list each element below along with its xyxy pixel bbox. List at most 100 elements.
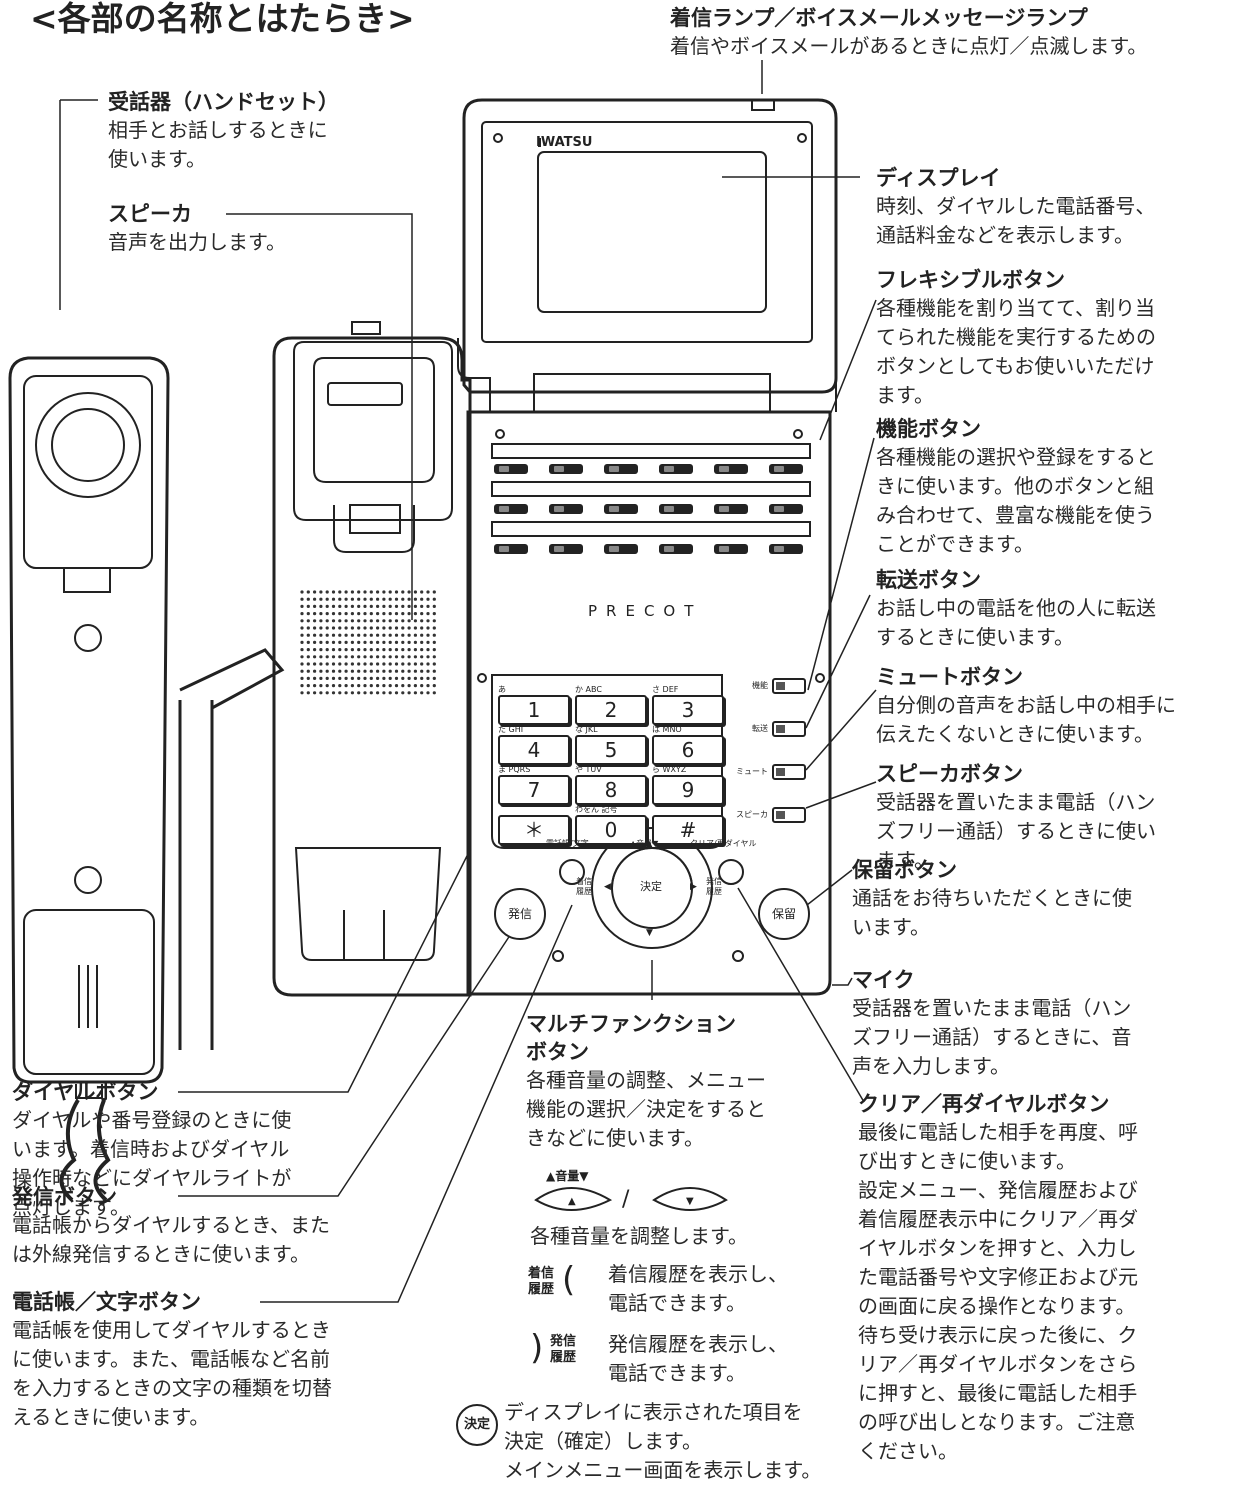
side-function-button[interactable] [772, 764, 806, 780]
label-desc: 時刻、ダイヤルした電話番号、通話料金などを表示します。 [876, 192, 1155, 250]
flexible-button[interactable] [604, 504, 638, 514]
dial-key[interactable]: 0 [575, 815, 647, 845]
left-arrow-icon[interactable]: ◀ [604, 882, 611, 892]
speaker-grille-dot [426, 590, 430, 594]
flexible-button[interactable] [659, 504, 693, 514]
speaker-grille-dot [325, 676, 329, 681]
up-arrow-icon[interactable]: ▲ [646, 840, 653, 850]
dial-key-letters: さ DEF [652, 685, 679, 694]
flexible-button[interactable] [494, 464, 528, 474]
flexible-button[interactable] [714, 544, 748, 554]
right-arrow-icon[interactable]: ▶ [690, 882, 697, 892]
speaker-grille-dot [376, 626, 380, 630]
speaker-grille-dot [319, 597, 323, 601]
speaker-grille-dot [432, 648, 436, 652]
speaker-grille-dot [300, 662, 304, 666]
flexible-button[interactable] [714, 464, 748, 474]
speaker-grille-dot [426, 633, 430, 637]
speaker-grille-dot [363, 633, 367, 637]
speaker-grille-dot [376, 648, 380, 652]
dial-key[interactable]: 8 [575, 775, 647, 805]
dial-key[interactable]: # [652, 815, 724, 845]
dial-key[interactable]: 3 [652, 695, 724, 725]
flexible-button[interactable] [659, 544, 693, 554]
flexible-button[interactable] [494, 504, 528, 514]
speaker-grille-dot [344, 669, 348, 673]
speaker-grille-dot [300, 640, 304, 645]
speaker-grille-dot [325, 655, 329, 659]
dial-key[interactable]: 6 [652, 735, 724, 765]
speaker-grille-dot [432, 604, 436, 609]
dial-key[interactable]: 7 [498, 775, 570, 805]
dial-key[interactable]: 2 [575, 695, 647, 725]
speaker-grille-dot [350, 597, 354, 601]
flexible-button[interactable] [659, 464, 693, 474]
label-title: 受話器（ハンドセット） [108, 90, 339, 114]
flexible-button[interactable] [714, 504, 748, 514]
left-bracket-icon: ( [562, 1260, 576, 1300]
speaker-grille-dot [306, 648, 310, 652]
incoming-history-key[interactable]: 着信 履歴 [576, 877, 592, 896]
flexible-button[interactable] [604, 464, 638, 474]
speaker-grille-dot [331, 684, 336, 688]
desc-line: するときに使います。 [876, 625, 1074, 649]
speaker-grille-dot [369, 619, 373, 623]
speaker-grille-dot [363, 691, 367, 695]
phonebook-button[interactable] [559, 859, 585, 885]
hold-button[interactable]: 保留 [758, 888, 810, 940]
flexible-button[interactable] [549, 544, 583, 554]
side-function-button[interactable] [772, 721, 806, 737]
speaker-grille-dot [338, 597, 342, 601]
speaker-grille-dot [432, 590, 436, 594]
dial-key[interactable]: 5 [575, 735, 647, 765]
flexible-button[interactable] [769, 544, 803, 554]
label-title: 転送ボタン [876, 568, 981, 592]
speaker-grille-dot [319, 612, 323, 616]
dial-key[interactable]: ＊ [498, 815, 570, 845]
speaker-grille-dot [394, 662, 399, 666]
flexible-button[interactable] [549, 464, 583, 474]
dial-key[interactable]: 9 [652, 775, 724, 805]
desc-line: ズフリー通話）するときに使い [876, 819, 1156, 843]
down-arrow-icon[interactable]: ▼ [646, 928, 653, 938]
desc-line: 各種機能を割り当てて、割り当 [876, 296, 1155, 320]
dial-key-letters: わをん 記号 [575, 805, 618, 814]
speaker-grille-dot [420, 597, 424, 601]
speaker-grille-dot [382, 655, 386, 659]
flexible-button[interactable] [604, 544, 638, 554]
phone-body [466, 410, 832, 996]
flexible-button[interactable] [769, 464, 803, 474]
side-function-button[interactable] [772, 807, 806, 823]
flexible-button[interactable] [549, 504, 583, 514]
label-title: スピーカボタン [876, 762, 1023, 786]
speaker-grille-dot [407, 676, 411, 681]
desc-line: び出すときに使います。 [858, 1149, 1076, 1173]
speaker-grille-dot [357, 604, 361, 609]
label-title: マルチファンクション ボタン [526, 1012, 736, 1064]
speaker-grille-dot [319, 691, 323, 695]
speaker-grille-dot [350, 619, 354, 623]
speaker-grille-dot [394, 640, 399, 645]
speaker-grille-dot [300, 669, 304, 673]
label-desc: 着信やボイスメールがあるときに点灯／点滅します。 [670, 32, 1147, 61]
outgoing-history-key[interactable]: 発信 履歴 [706, 877, 722, 896]
label-dial: ダイヤルボタン ダイヤルや番号登録のときに使います。着信時およびダイヤル操作時な… [12, 1078, 291, 1222]
dial-key[interactable]: 4 [498, 735, 570, 765]
flexible-button[interactable] [769, 504, 803, 514]
desc-line: 着信履歴表示中にクリア／再ダ [858, 1207, 1138, 1231]
clear-redial-button[interactable] [718, 859, 744, 885]
side-function-button[interactable] [772, 678, 806, 694]
speaker-grille-dot [413, 626, 417, 630]
flexible-button[interactable] [494, 544, 528, 554]
call-button[interactable]: 発信 [494, 888, 546, 940]
enter-button[interactable]: 決定 [640, 880, 662, 893]
speaker-grille-dot [325, 597, 329, 601]
speaker-grille-dot [338, 604, 342, 609]
desc-line: きなどに使います。 [526, 1126, 704, 1150]
desc-line: の画面に戻る操作となります。 [858, 1294, 1136, 1318]
speaker-grille-dot [388, 590, 392, 594]
label-title: スピーカ [108, 202, 192, 226]
speaker-grille-dot [376, 662, 380, 666]
dial-key[interactable]: 1 [498, 695, 570, 725]
speaker-grille-dot [407, 662, 411, 666]
